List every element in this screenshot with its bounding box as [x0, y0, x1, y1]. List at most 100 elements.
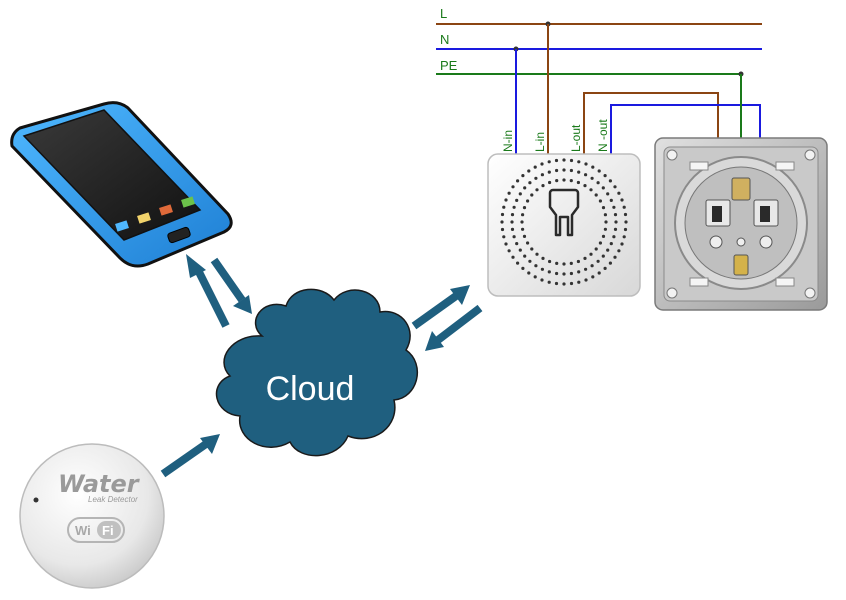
- speaker-dot: [504, 198, 508, 202]
- speaker-dot: [540, 267, 545, 271]
- pe-wire-label: PE: [440, 58, 458, 73]
- speaker-dot: [617, 191, 621, 195]
- speaker-dot: [606, 248, 610, 252]
- speaker-dot: [622, 235, 626, 239]
- speaker-dot: [591, 165, 595, 169]
- speaker-dot: [609, 242, 613, 246]
- speaker-dot: [591, 275, 595, 279]
- speaker-dot: [590, 264, 594, 268]
- speaker-dot: [569, 261, 573, 265]
- speaker-dot: [576, 180, 581, 185]
- speaker-dot: [555, 168, 559, 173]
- speaker-dot: [601, 234, 606, 238]
- speaker-dot: [597, 169, 601, 173]
- speaker-dot: [511, 185, 515, 189]
- speaker-dot: [613, 255, 617, 259]
- speaker-dot: [521, 213, 525, 217]
- speaker-dot: [547, 160, 551, 164]
- speaker-dot: [589, 188, 593, 192]
- speaker-dot: [576, 259, 581, 264]
- speaker-dot: [596, 181, 600, 185]
- speaker-dot: [594, 193, 598, 197]
- speaker-dot: [504, 242, 508, 246]
- speaker-dot: [533, 275, 537, 279]
- speaker-dot: [523, 254, 527, 258]
- speaker-dot: [507, 191, 511, 195]
- speaker-dot: [608, 261, 613, 265]
- speaker-dot: [511, 255, 515, 259]
- speaker-dot: [562, 282, 566, 286]
- speaker-dot: [554, 158, 559, 163]
- speaker-dot: [569, 271, 574, 276]
- speaker-dot: [521, 174, 525, 178]
- module-speaker-dots: [500, 158, 628, 286]
- speaker-dot: [555, 271, 559, 276]
- sensor-arrow: [160, 434, 220, 478]
- speaker-dot: [522, 206, 527, 210]
- speaker-dot: [598, 199, 603, 203]
- speaker-dot: [613, 213, 618, 217]
- speaker-dot: [584, 267, 588, 271]
- speaker-dot: [577, 280, 581, 284]
- speaker-dot: [590, 176, 594, 180]
- speaker-dot: [584, 278, 588, 282]
- speaker-dot: [562, 178, 566, 182]
- speaker-dot: [502, 205, 506, 209]
- speaker-dot: [521, 266, 525, 270]
- module-logo-icon: [548, 188, 580, 237]
- speaker-dot: [507, 249, 511, 253]
- speaker-dot: [584, 162, 588, 166]
- arrows: [160, 254, 483, 478]
- speaker-dot: [569, 179, 573, 183]
- speaker-dot: [601, 186, 605, 190]
- speaker-dot: [533, 165, 537, 169]
- speaker-dot: [500, 227, 505, 232]
- n-out-label: N -out: [596, 119, 610, 152]
- speaker-dot: [530, 193, 534, 197]
- speaker-dot: [601, 254, 605, 258]
- speaker-dot: [569, 158, 574, 163]
- speaker-dot: [518, 248, 522, 252]
- speaker-dot: [526, 199, 530, 203]
- speaker-dot: [510, 220, 514, 224]
- speaker-dot: [515, 198, 519, 202]
- speaker-dot: [577, 160, 581, 164]
- speaker-dot: [535, 252, 539, 256]
- cloud-label: Cloud: [266, 370, 355, 408]
- speaker-dot: [554, 281, 559, 286]
- n-wire-label: N: [440, 32, 449, 47]
- speaker-dot: [623, 212, 628, 217]
- speaker-dot: [535, 188, 539, 192]
- speaker-dot: [540, 278, 544, 282]
- speaker-dot: [604, 220, 608, 224]
- speaker-dot: [547, 270, 551, 274]
- speaker-dot: [534, 176, 538, 180]
- speaker-dot: [609, 198, 613, 202]
- speaker-dot: [522, 234, 527, 238]
- speaker-dot: [603, 213, 608, 217]
- speaker-dot: [603, 227, 608, 231]
- speaker-dot: [516, 261, 520, 265]
- speaker-dot: [623, 227, 628, 232]
- sensor-sub-label: Leak Detector: [88, 495, 138, 504]
- speaker-dot: [617, 249, 621, 253]
- sensor-brand-label: Water: [58, 470, 141, 498]
- speaker-dot: [589, 252, 593, 256]
- speaker-dot: [584, 173, 588, 177]
- speaker-dot: [608, 179, 613, 183]
- speaker-dot: [516, 179, 520, 183]
- speaker-dot: [512, 205, 516, 209]
- speaker-dot: [562, 272, 566, 276]
- speaker-dot: [597, 271, 601, 275]
- cloud-icon: Cloud: [215, 288, 419, 457]
- wifi-left-label: Wi: [75, 523, 91, 538]
- speaker-dot: [512, 235, 516, 239]
- phone-down-arrow: [210, 257, 252, 314]
- speaker-dot: [555, 261, 559, 265]
- speaker-dot: [500, 220, 504, 224]
- wifi-badge-icon: Wi Fi: [67, 517, 125, 543]
- wall-socket: [654, 137, 828, 311]
- speaker-dot: [515, 242, 519, 246]
